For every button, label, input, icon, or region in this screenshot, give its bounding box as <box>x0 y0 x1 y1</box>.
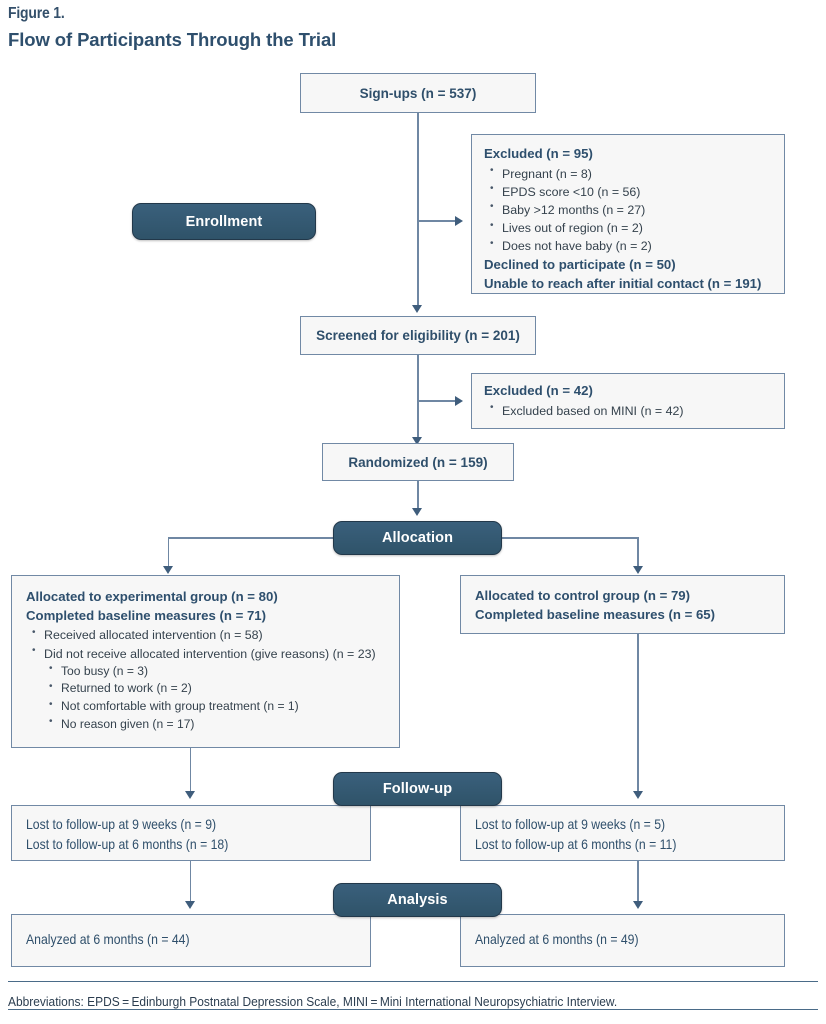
node-allocated-experimental[interactable]: Allocated to experimental group (n = 80)… <box>11 575 400 748</box>
stage-analysis-label: Analysis <box>387 892 448 908</box>
arrowhead-alloc-right <box>632 566 643 574</box>
list-item: Pregnant (n = 8) <box>490 164 772 183</box>
stage-enrollment-label: Enrollment <box>185 213 263 230</box>
stage-allocation-label: Allocation <box>381 530 454 546</box>
alloc-left-line-1: Allocated to experimental group (n = 80) <box>26 589 278 604</box>
excluded1-header: Excluded (n = 95) <box>484 146 593 161</box>
connector-branch-excluded1 <box>417 220 457 222</box>
arrowhead-screened <box>412 305 423 313</box>
node-analysis-right[interactable]: Analyzed at 6 months (n = 49) <box>460 914 785 967</box>
list-item: Not comfortable with group treatment (n … <box>49 698 387 716</box>
alloc-left-list: Received allocated intervention (n = 58)… <box>26 626 387 733</box>
connector-to-screened <box>417 220 419 310</box>
excluded1-footer-1: Declined to participate (n = 50) <box>484 257 676 273</box>
list-item: Returned to work (n = 2) <box>49 680 387 698</box>
connector-signups-down <box>417 113 419 220</box>
list-item: Does not have baby (n = 2) <box>490 237 772 255</box>
followup-left-line-2: Lost to follow-up at 6 months (n = 18) <box>26 837 229 853</box>
footnote-rule-top <box>8 981 818 983</box>
arrowhead-followup-right <box>632 791 643 799</box>
stage-banner-allocation: Allocation <box>333 521 502 555</box>
connector-right-to-followup <box>637 634 639 796</box>
connector-allocation-right-arm <box>501 537 638 539</box>
node-excluded-2[interactable]: Excluded (n = 42) Excluded based on MINI… <box>471 373 785 429</box>
node-randomized-label: Randomized (n = 159) <box>348 454 488 470</box>
figure-title: Flow of Participants Through the Trial <box>8 29 337 50</box>
list-item: Baby >12 months (n = 27) <box>490 200 772 219</box>
figure-label: Figure 1. <box>8 5 65 22</box>
alloc-left-sublist: Too busy (n = 3) Returned to work (n = 2… <box>44 662 387 734</box>
connector-left-to-analysis <box>189 861 192 906</box>
footnote-rule-bottom <box>8 1009 818 1011</box>
arrowhead-excluded1 <box>455 215 463 226</box>
footnote-text: Abbreviations: EPDS = Edinburgh Postnata… <box>8 994 618 1009</box>
connector-right-to-analysis <box>637 861 639 906</box>
followup-right-line-2: Lost to follow-up at 6 months (n = 11) <box>475 837 677 853</box>
connector-branch-excluded2 <box>417 400 457 402</box>
connector-left-to-followup <box>189 748 192 796</box>
list-item: Excluded based on MINI (n = 42) <box>490 401 772 420</box>
stage-followup-label: Follow-up <box>382 781 453 797</box>
followup-left-line-1: Lost to follow-up at 9 weeks (n = 9) <box>26 817 217 832</box>
node-screened-label: Screened for eligibility (n = 201) <box>316 328 520 343</box>
node-analysis-left[interactable]: Analyzed at 6 months (n = 44) <box>11 914 371 967</box>
node-signups[interactable]: Sign-ups (n = 537) <box>300 73 536 113</box>
node-followup-right[interactable]: Lost to follow-up at 9 weeks (n = 5) Los… <box>460 805 785 861</box>
alloc-right-line-1: Allocated to control group (n = 79) <box>475 588 691 603</box>
list-item: Too busy (n = 3) <box>49 662 387 681</box>
list-item: Did not receive allocated intervention (… <box>32 644 387 734</box>
node-excluded-1[interactable]: Excluded (n = 95) Pregnant (n = 8) EPDS … <box>471 134 785 294</box>
excluded2-header: Excluded (n = 42) <box>484 383 593 398</box>
stage-banner-followup: Follow-up <box>333 772 502 806</box>
alloc-left-line-2: Completed baseline measures (n = 71) <box>26 607 267 623</box>
list-item-label: Did not receive allocated intervention (… <box>44 646 376 661</box>
excluded1-list: Pregnant (n = 8) EPDS score <10 (n = 56)… <box>484 164 772 256</box>
node-screened[interactable]: Screened for eligibility (n = 201) <box>300 316 536 355</box>
connector-allocation-left-arm <box>168 537 335 539</box>
followup-right-line-1: Lost to follow-up at 9 weeks (n = 5) <box>475 817 666 832</box>
arrowhead-analysis-right <box>632 901 643 909</box>
excluded1-footer-2: Unable to reach after initial contact (n… <box>484 276 762 292</box>
excluded2-list: Excluded based on MINI (n = 42) <box>484 401 772 420</box>
list-item: Lives out of region (n = 2) <box>490 219 772 237</box>
arrowhead-excluded2 <box>455 395 463 406</box>
node-signups-label: Sign-ups (n = 537) <box>359 85 477 101</box>
analysis-left-line-1: Analyzed at 6 months (n = 44) <box>26 932 190 947</box>
list-item: EPDS score <10 (n = 56) <box>490 182 772 201</box>
arrowhead-alloc-left <box>163 566 173 574</box>
arrowhead-randomized <box>412 437 423 445</box>
connector-allocation-left-down <box>167 537 170 571</box>
stage-banner-analysis: Analysis <box>333 883 502 917</box>
arrowhead-allocation <box>412 508 423 516</box>
connector-allocation-right-down <box>637 537 639 571</box>
node-allocated-control[interactable]: Allocated to control group (n = 79) Comp… <box>460 575 785 634</box>
stage-banner-enrollment: Enrollment <box>132 203 316 240</box>
node-followup-left[interactable]: Lost to follow-up at 9 weeks (n = 9) Los… <box>11 805 371 861</box>
analysis-right-line-1: Analyzed at 6 months (n = 49) <box>475 932 639 947</box>
node-randomized[interactable]: Randomized (n = 159) <box>322 443 514 481</box>
list-item: Received allocated intervention (n = 58) <box>32 626 387 644</box>
list-item: No reason given (n = 17) <box>49 715 387 734</box>
connector-randomized-down <box>417 481 419 513</box>
arrowhead-analysis-left <box>185 901 195 909</box>
connector-screened-down <box>417 355 419 400</box>
connector-to-randomized <box>417 400 419 442</box>
alloc-right-line-2: Completed baseline measures (n = 65) <box>475 606 716 622</box>
arrowhead-followup-left <box>185 791 195 799</box>
